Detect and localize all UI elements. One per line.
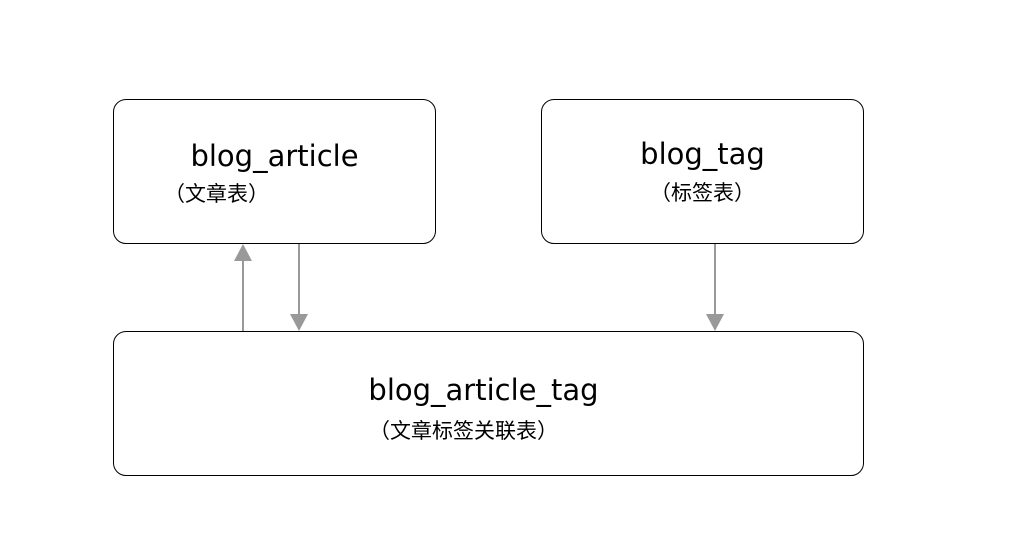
arrow-article-to-link [290,244,308,331]
blog-article-node: blog_article （文章表） [113,99,436,244]
arrow-link-to-article [234,244,252,331]
blog-article-tag-node: blog_article_tag （文章标签关联表） [113,331,864,476]
blog-article-title: blog_article [190,139,359,173]
arrow-tag-to-link [706,244,724,331]
blog-article-tag-title: blog_article_tag [368,373,599,407]
blog-article-tag-subtitle: （文章标签关联表） [369,419,558,443]
blog-tag-title: blog_tag [640,137,765,171]
blog-tag-node: blog_tag （标签表） [541,99,864,244]
blog-article-subtitle: （文章表） [164,182,269,206]
blog-tag-subtitle: （标签表） [650,181,755,205]
